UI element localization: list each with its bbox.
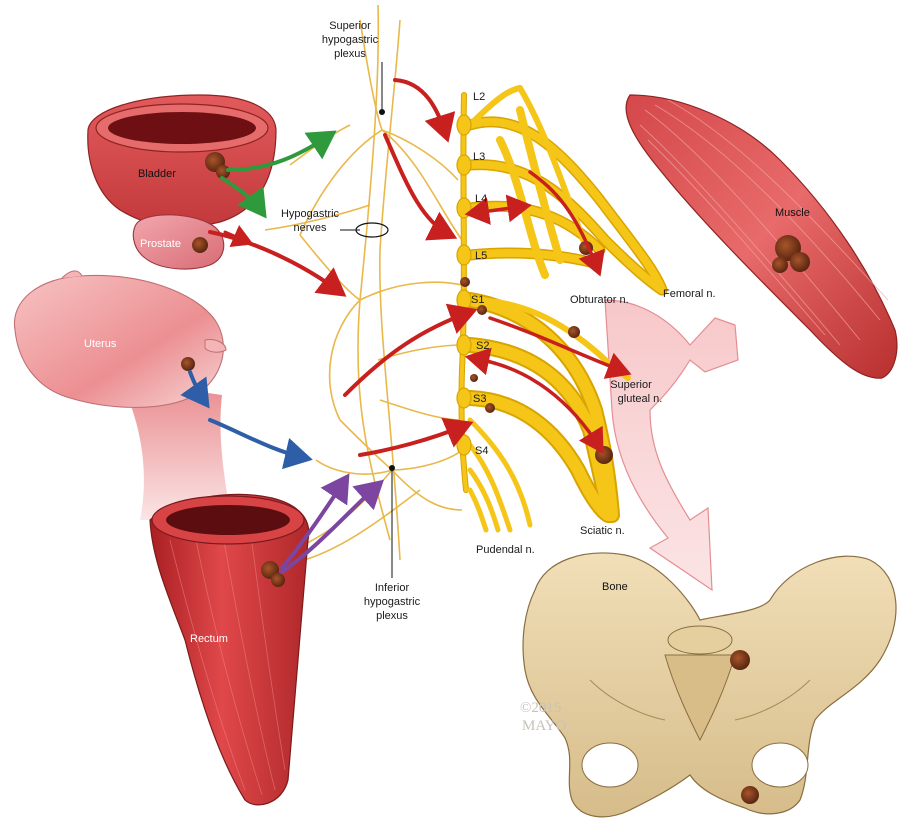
hypogastric-plexus-lines: [265, 5, 462, 565]
superior-plexus-label-2: hypogastric: [322, 34, 379, 46]
root-label-l2: L2: [473, 91, 485, 103]
rectum-label: Rectum: [190, 633, 228, 645]
root-label-l3: L3: [473, 151, 485, 163]
inferior-plexus-label-3: plexus: [376, 610, 408, 622]
superior-gluteal-label-1: Superior: [610, 379, 652, 391]
red-arrow-to-s3: [360, 425, 466, 455]
pudendal-label: Pudendal n.: [476, 544, 535, 556]
inferior-plexus-label-1: Inferior: [375, 582, 410, 594]
red-arrow-to-l2: [395, 80, 446, 135]
sciatic-label: Sciatic n.: [580, 525, 625, 537]
pelvic-bone: Bone ©2015 MAYO: [520, 553, 896, 817]
red-arrow-to-s1: [345, 312, 470, 395]
rectum: Rectum: [150, 494, 309, 804]
bladder-label: Bladder: [138, 168, 176, 180]
muscle-label: Muscle: [775, 207, 810, 219]
root-label-s1: S1: [471, 294, 484, 306]
prostate-label: Prostate: [140, 238, 181, 250]
root-label-s4: S4: [475, 445, 488, 457]
spread-arrow: [605, 300, 738, 590]
femoral-label: Femoral n.: [663, 288, 716, 300]
root-label-l5: L5: [475, 250, 487, 262]
watermark-year: ©2015: [520, 700, 561, 716]
superior-gluteal-label-2: gluteal n.: [618, 393, 663, 405]
root-label-l4: L4: [475, 193, 487, 205]
superior-plexus-label-3: plexus: [334, 48, 366, 60]
root-label-s2: S2: [476, 340, 489, 352]
red-arrow-prostate: [210, 232, 340, 292]
watermark-mayo: MAYO: [522, 718, 567, 734]
obturator-label: Obturator n.: [570, 294, 629, 306]
bladder: Bladder: [88, 95, 276, 227]
red-arrow-to-l5: [385, 135, 450, 235]
uterus-label: Uterus: [84, 338, 117, 350]
bone-label: Bone: [602, 581, 628, 593]
blue-arrow-right: [210, 420, 305, 458]
root-label-s3: S3: [473, 393, 486, 405]
hypogastric-nerves-label-2: nerves: [293, 222, 327, 234]
inferior-plexus-label-2: hypogastric: [364, 596, 421, 608]
hypogastric-nerves-label-1: Hypogastric: [281, 208, 340, 220]
superior-plexus-label-1: Superior: [329, 20, 371, 32]
